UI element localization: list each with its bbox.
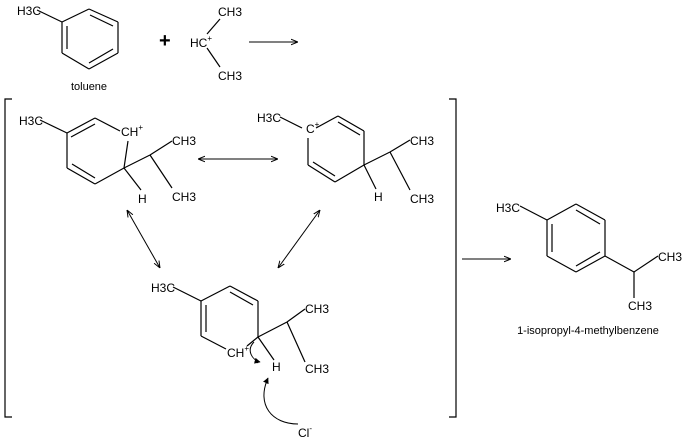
product-methyl-bottom: CH3 <box>628 299 652 313</box>
toluene-bonds <box>36 8 119 70</box>
bracket-left <box>4 98 12 418</box>
cation-methyl-top: CH3 <box>218 5 242 19</box>
resonance-structure-2: H3C C+ H CH3 CH3 <box>257 111 434 206</box>
rs3-methyl-label: H3C <box>151 281 175 295</box>
rs3-minus-charge: - <box>256 358 259 367</box>
rs3-electron-arrow <box>249 341 261 364</box>
product-methyl-right: CH3 <box>658 250 682 264</box>
resonance-arrow-1-3 <box>127 210 160 268</box>
rs2-carbocation-label: C+ <box>306 120 320 136</box>
toluene-name: toluene <box>71 81 107 93</box>
rs2-hydrogen-label: H <box>374 190 383 204</box>
rs3-methyl-bottom: CH3 <box>305 362 329 376</box>
rs2-bonds <box>279 115 411 191</box>
rs1-carbocation-label: CH+ <box>121 123 143 139</box>
chloride-label: Cl- <box>298 424 312 437</box>
product-name: 1-isopropyl-4-methylbenzene <box>517 325 659 337</box>
resonance-structure-1: H3C CH+ H CH3 CH3 <box>19 114 196 206</box>
rs3-carbocation-label: CH+ <box>227 344 249 360</box>
rs3-bonds <box>172 285 306 363</box>
rs1-methyl-label: H3C <box>19 114 43 128</box>
rs1-methyl-bottom: CH3 <box>172 190 196 204</box>
rs2-methyl-label: H3C <box>257 111 281 125</box>
toluene-methyl-label: H3C <box>17 4 41 18</box>
rs2-methyl-bottom: CH3 <box>410 192 434 206</box>
rs3-methyl-top: CH3 <box>305 302 329 316</box>
resonance-structure-3: H3C CH+ - H CH3 CH3 <box>151 281 329 376</box>
product-methyl-label: H3C <box>496 201 520 215</box>
product-bonds <box>519 203 659 298</box>
product-molecule: H3C CH3 CH3 1-isopropyl-4-methylbenzene <box>496 201 682 337</box>
chloride-attack-arrow <box>263 377 299 425</box>
resonance-arrow-2-3 <box>278 210 320 268</box>
plus-sign: + <box>159 30 171 52</box>
toluene-molecule: H3C toluene <box>17 4 119 93</box>
isopropyl-cation: HC+ CH3 CH3 <box>190 5 242 83</box>
rs3-hydrogen-label: H <box>272 360 281 374</box>
bracket-right <box>449 98 457 418</box>
cation-carbon-label: HC+ <box>190 34 212 50</box>
rs1-methyl-top: CH3 <box>172 134 196 148</box>
rs1-hydrogen-label: H <box>138 192 147 206</box>
rs1-bonds <box>39 117 173 191</box>
cation-methyl-bottom: CH3 <box>218 69 242 83</box>
rs2-methyl-top: CH3 <box>410 134 434 148</box>
